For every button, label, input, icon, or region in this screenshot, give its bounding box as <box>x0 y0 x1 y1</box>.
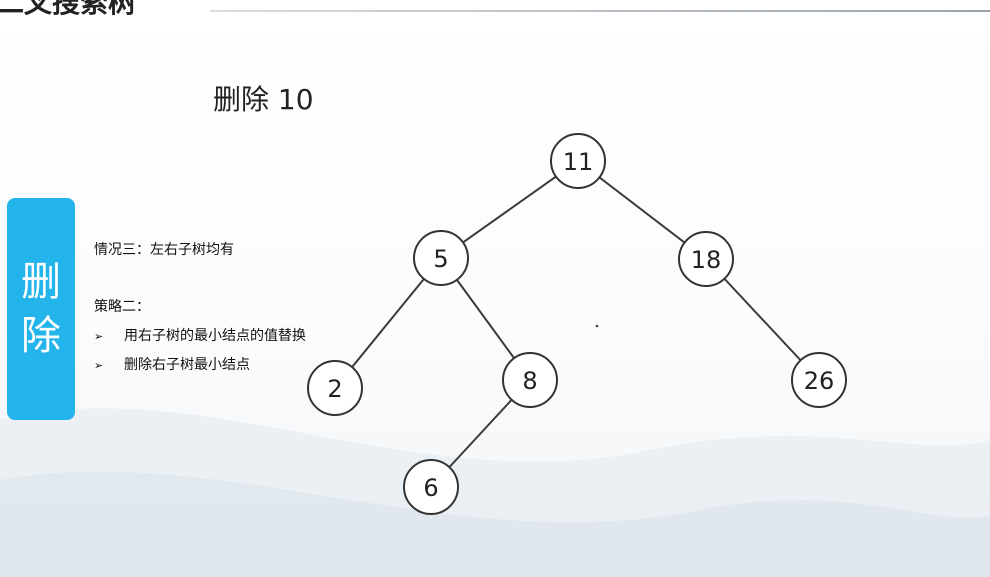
bullet-text: 用右子树的最小结点的值替换 <box>124 328 306 344</box>
side-tab-char-2: 除 <box>21 313 61 359</box>
node-circle <box>791 352 847 408</box>
tree-edges <box>334 160 820 488</box>
node-label: 6 <box>423 474 438 502</box>
node-circle <box>502 352 558 408</box>
side-tab: 删 除 <box>7 198 75 420</box>
node-circle <box>550 133 606 189</box>
node-circle <box>678 231 734 287</box>
node-label: 2 <box>327 375 342 403</box>
tree-node: 6 <box>403 459 459 515</box>
tree-node: 11 <box>550 133 606 189</box>
node-label: 11 <box>563 148 594 176</box>
bullet-item: ➢ 用右子树的最小结点的值替换 <box>94 322 306 351</box>
node-label: 5 <box>433 245 448 273</box>
tree-node: 26 <box>791 352 847 408</box>
tree-node: 5 <box>413 230 469 286</box>
node-circle <box>307 360 363 416</box>
tree-node: 8 <box>502 352 558 408</box>
tree-node: 18 <box>678 231 734 287</box>
header-title: 二叉搜索树 <box>0 0 137 19</box>
bullet-item: ➢ 删除右子树最小结点 <box>94 351 306 380</box>
node-label: 8 <box>522 367 537 395</box>
case-label: 情况三：左右子树均有 <box>94 242 234 258</box>
node-circle <box>403 459 459 515</box>
node-circle <box>413 230 469 286</box>
strategy-label: 策略二： <box>94 299 150 315</box>
header-divider <box>210 10 990 12</box>
node-label: 26 <box>804 367 835 395</box>
side-tab-char-1: 删 <box>21 259 61 305</box>
arrow-bullet-icon: ➢ <box>94 330 104 343</box>
arrow-bullet-icon: ➢ <box>94 359 104 372</box>
tree-node: 2 <box>307 360 363 416</box>
background-wave <box>0 408 990 577</box>
bullet-text: 删除右子树最小结点 <box>124 357 250 373</box>
strategy-bullet-list: ➢ 用右子树的最小结点的值替换 ➢ 删除右子树最小结点 <box>94 322 306 380</box>
node-label: 18 <box>691 246 722 274</box>
stray-dot <box>595 324 599 328</box>
slide-title: 删除 10 <box>213 83 314 116</box>
tree-nodes: 11 5 18 2 8 26 6 <box>307 133 847 515</box>
slide-header: 二叉搜索树 <box>0 0 990 20</box>
